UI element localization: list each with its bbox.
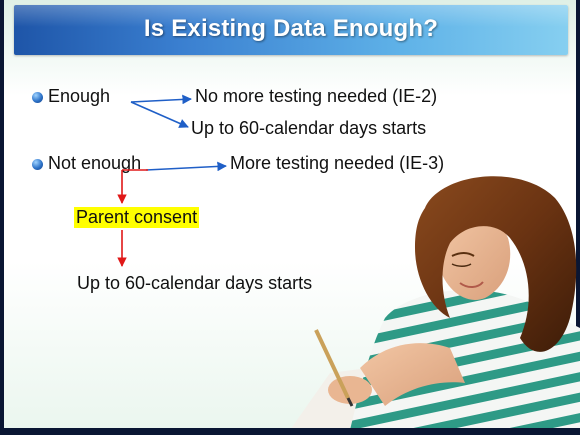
not-enough-label: Not enough [48,153,142,173]
bottom-border [0,428,580,435]
more-testing-text: More testing needed (IE-3) [230,153,445,173]
enough-label: Enough [48,86,111,106]
bullet-icon [32,92,43,103]
up-to-60-days-text-2: Up to 60-calendar days starts [77,273,313,293]
left-border [0,0,4,435]
slide-title: Is Existing Data Enough? [143,15,439,42]
bullet-icon [32,159,43,170]
right-border [576,0,580,435]
title-bar: Is Existing Data Enough? [14,5,568,55]
student-writing-photo [290,176,580,430]
up-to-60-days-text-1: Up to 60-calendar days starts [191,118,427,138]
no-more-testing-text: No more testing needed (IE-2) [195,86,438,106]
parent-consent-text: Parent consent [74,207,200,228]
